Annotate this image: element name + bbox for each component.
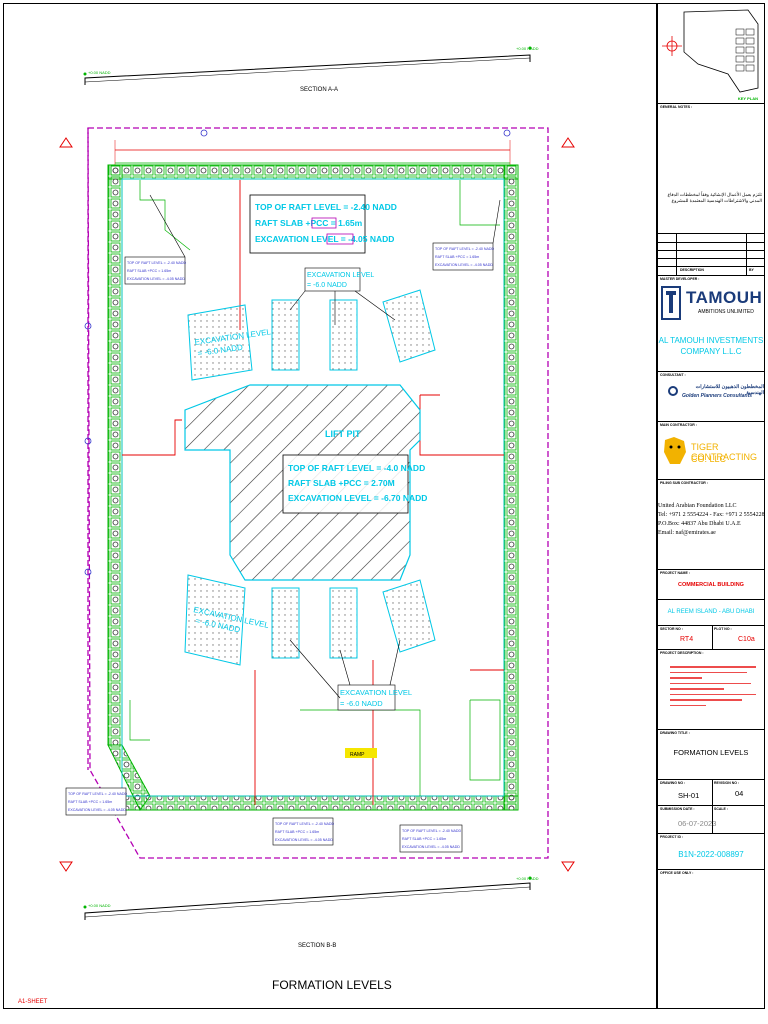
- grid-markers: [84, 129, 511, 576]
- tag-left-bottom: TOP OF RAFT LEVEL = -2.40 NADD RAFT SLAB…: [65, 787, 127, 816]
- revision-number: 04: [735, 789, 744, 798]
- level-small-left: +0.00 NADD: [88, 70, 111, 75]
- drawing-title: FORMATION LEVELS: [673, 748, 749, 757]
- arabic-note: تلتزم بعمل الأعمال الإنشائية وفقاً لمخطط…: [667, 192, 762, 203]
- sub-tel: Tel: +971 2 5554224 - Fax: +971 2 555422…: [658, 512, 765, 518]
- sub-email: Email: naf@emirates.ae: [658, 530, 716, 536]
- consultant-arabic: المخططون الذهبيون للاستشارات الهندسية: [695, 384, 764, 396]
- sheet-frame: [3, 3, 657, 1009]
- ramp-tag: [345, 748, 377, 758]
- svg-text:EXCAVATION LEVEL = -4.05 NADD: EXCAVATION LEVEL = -4.05 NADD: [127, 277, 185, 281]
- sector-plot: SECTOR NO : PLOT NO : RT4 C10a: [658, 626, 764, 650]
- pile-caps: [184, 289, 436, 666]
- developer-tagline: AMBITIONS UNLIMITED: [698, 309, 754, 315]
- office-use-block: OFFICE USE ONLY :: [660, 871, 694, 875]
- project-description: PROJECT DESCRIPTION :: [658, 650, 764, 730]
- top-raft-line2: RAFT SLAB +PCC = 1.65m: [255, 218, 363, 228]
- master-developer: MASTER DEVELOPER : TAMOUH AMBITIONS UNLI…: [658, 276, 764, 372]
- svg-text:EXCAVATION LEVEL = -4.05 NADD: EXCAVATION LEVEL = -4.05 NADD: [68, 808, 126, 812]
- svg-text:EXCAVATION LEVEL = -4.05 NADD: EXCAVATION LEVEL = -4.05 NADD: [275, 838, 333, 842]
- svg-text:RAFT SLAB +PCC = 1.65m: RAFT SLAB +PCC = 1.65m: [68, 800, 112, 804]
- level-small-right: +0.00 NADD: [516, 46, 539, 51]
- developer-name: TAMOUH: [686, 288, 763, 307]
- svg-text:TOP OF RAFT LEVEL = -2.40 NADD: TOP OF RAFT LEVEL = -2.40 NADD: [402, 829, 461, 833]
- center-raft-line3: EXCAVATION LEVEL = -6.70 NADD: [288, 493, 427, 503]
- submission-block: SUBMISSION DATE : SCALE : 06-07-2023: [658, 806, 764, 834]
- svg-text:EXCAVATION LEVEL = -4.05 NADD: EXCAVATION LEVEL = -4.05 NADD: [435, 263, 493, 267]
- top-raft-line3: EXCAVATION LEVEL = -4.05 NADD: [255, 234, 394, 244]
- tag-center-bottom: TOP OF RAFT LEVEL = -2.40 NADD RAFT SLAB…: [272, 817, 334, 846]
- svg-text:RAFT SLAB +PCC = 1.65m: RAFT SLAB +PCC = 1.65m: [402, 837, 446, 841]
- svg-text:+0.00 NADD: +0.00 NADD: [88, 903, 111, 908]
- piling-subcontractor: PILING SUB CONTRACTOR : United Arabian F…: [658, 480, 765, 570]
- tag-right-bottom: TOP OF RAFT LEVEL = -2.40 NADD RAFT SLAB…: [399, 824, 463, 853]
- section-a-a: +0.00 NADD +0.00 NADD SECTION A-A: [83, 46, 539, 93]
- top-dimension: [114, 140, 511, 165]
- tiger-logo-icon: [664, 437, 686, 464]
- piling-wall: [107, 164, 519, 811]
- key-plan-label: KEY PLAN: [737, 96, 758, 101]
- project-name: COMMERCIAL BUILDING: [678, 582, 744, 588]
- project-location: AL REEM ISLAND - ABU DHABI: [667, 609, 755, 615]
- consultant-block: CONSULTANT : المخططون الذهبيون للاستشارا…: [658, 372, 764, 422]
- drawing-number: SH-01: [678, 791, 700, 800]
- lift-pit-label: LIFT PIT: [325, 429, 361, 439]
- drawing-number-block: DRAWING NO : REVISION NO : SH-01 04: [658, 780, 764, 806]
- title-block: KEY PLAN GENERAL NOTES : تلتزم بعمل الأع…: [657, 3, 765, 1009]
- ramp-label: RAMP: [350, 752, 365, 758]
- submission-date: 06-07-2023: [678, 819, 717, 828]
- svg-text:EXCAVATION LEVEL = -4.05 NADD: EXCAVATION LEVEL = -4.05 NADD: [402, 845, 460, 849]
- excav-bottom-center-2: = -6.0 NADD: [340, 699, 383, 708]
- svg-text:RAFT SLAB +PCC = 1.65m: RAFT SLAB +PCC = 1.65m: [435, 255, 479, 259]
- svg-text:TOP OF RAFT LEVEL = -2.40 NADD: TOP OF RAFT LEVEL = -2.40 NADD: [435, 247, 494, 251]
- project-name-block: PROJECT NAME : COMMERCIAL BUILDING: [658, 570, 764, 600]
- project-id: B1N-2022-008897: [678, 850, 744, 859]
- small-level-tags: TOP OF RAFT LEVEL = -2.40 NADD RAFT SLAB…: [65, 194, 501, 853]
- center-raft-line1: TOP OF RAFT LEVEL = -4.0 NADD: [288, 463, 425, 473]
- sub-po: P.O.Box: 44837 Abu Dhabi U.A.E: [658, 521, 741, 527]
- excav-bottom-center-1: EXCAVATION LEVEL: [340, 688, 412, 697]
- main-contractor: MAIN CONTRACTOR : TIGER CONTRACTING CO. …: [658, 422, 764, 480]
- project-id-block: PROJECT ID : B1N-2022-008897: [658, 834, 764, 870]
- section-a-label: SECTION A-A: [300, 87, 338, 93]
- svg-text:RAFT SLAB +PCC = 1.65m: RAFT SLAB +PCC = 1.65m: [275, 830, 319, 834]
- tag-right-top: TOP OF RAFT LEVEL = -2.40 NADD RAFT SLAB…: [432, 199, 501, 271]
- contractor-name-1: TIGER CONTRACTING: [691, 442, 757, 462]
- key-plan: KEY PLAN: [658, 4, 764, 104]
- svg-text:TOP OF RAFT LEVEL = -2.40 NADD: TOP OF RAFT LEVEL = -2.40 NADD: [68, 792, 127, 796]
- client-name-1: AL TAMOUH INVESTMENTS: [658, 336, 764, 345]
- plot-value: C10a: [738, 636, 755, 643]
- svg-text:TOP OF RAFT LEVEL = -2.40 NADD: TOP OF RAFT LEVEL = -2.40 NADD: [127, 261, 186, 265]
- section-b-b: +0.00 NADD +0.00 NADD SECTION B-B: [83, 876, 539, 949]
- section-arrows: [59, 137, 575, 872]
- consultant-logo-icon: [668, 386, 678, 396]
- location-block: AL REEM ISLAND - ABU DHABI: [658, 600, 764, 626]
- client-name-2: COMPANY L.L.C: [680, 347, 742, 356]
- general-notes: GENERAL NOTES : تلتزم بعمل الأعمال الإنش…: [658, 104, 764, 234]
- svg-text:RAFT SLAB +PCC = 1.65m: RAFT SLAB +PCC = 1.65m: [127, 269, 171, 273]
- svg-text:TOP OF RAFT LEVEL = -2.40 NADD: TOP OF RAFT LEVEL = -2.40 NADD: [275, 822, 334, 826]
- tag-left-top: TOP OF RAFT LEVEL = -2.40 NADD RAFT SLAB…: [124, 194, 186, 285]
- sub-name: United Arabian Foundation LLC: [658, 503, 737, 509]
- excav-top-center-2: = -6.0 NADD: [307, 282, 347, 289]
- drawing-title-block: DRAWING TITLE : FORMATION LEVELS: [658, 730, 764, 780]
- sheet-size-label: A1-SHEET: [18, 999, 48, 1005]
- site-boundary: [87, 127, 549, 859]
- section-b-label: SECTION B-B: [298, 943, 336, 949]
- consultant-name: Golden Planners Consultants: [682, 393, 753, 399]
- tamouh-logo-mark: [661, 286, 681, 320]
- sector-value: RT4: [680, 636, 694, 643]
- revision-table: DESCRIPTION BY: [658, 234, 764, 276]
- key-plan-map: [662, 9, 759, 93]
- main-title: FORMATION LEVELS: [272, 978, 392, 992]
- center-raft-box: TOP OF RAFT LEVEL = -4.0 NADD RAFT SLAB …: [282, 454, 427, 514]
- svg-text:+0.00 NADD: +0.00 NADD: [516, 876, 539, 881]
- top-raft-box: TOP OF RAFT LEVEL = -2.40 NADD RAFT SLAB…: [249, 194, 397, 254]
- contractor-name-2: CO. LLC: [691, 454, 727, 464]
- excav-top-center-1: EXCAVATION LEVEL: [307, 272, 374, 279]
- top-raft-line1: TOP OF RAFT LEVEL = -2.40 NADD: [255, 202, 397, 212]
- center-raft-line2: RAFT SLAB +PCC = 2.70M: [288, 478, 395, 488]
